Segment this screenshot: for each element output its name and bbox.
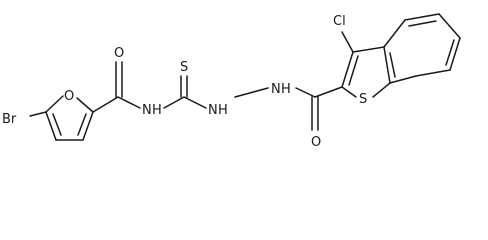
bond-c6-c7-inner [445,39,455,66]
bond-c4-c5b [404,13,440,21]
bond-c3a-c7a-inner [389,52,396,78]
atom-nh2-h: H [218,103,228,118]
atom-br: Br [2,112,17,127]
bond-c3a-c4 [383,19,406,48]
bond-c3-c3a [352,46,385,53]
bond-c3-cl [341,31,354,53]
atom-nh1-n: N [142,103,152,118]
bond-c4-c5 [45,111,57,141]
atom-s-thio: S [180,60,188,75]
bond-c6-c7 [449,37,461,71]
bond-c2-co1 [92,96,119,113]
bond-c2-c3 [82,111,94,141]
atom-cl: Cl [333,14,346,29]
bond-c4-c5b-inner [408,20,437,27]
bond-c5-o [45,95,64,113]
atom-o-amide2: O [311,135,321,150]
bond-s-c7a [372,82,391,98]
bond-th2-c3-inner [348,55,359,86]
bond-br-c5 [29,111,47,117]
atom-s-ring: S [359,92,367,107]
atom-nh3-n: N [271,82,281,97]
bond-co2-th2 [314,86,343,98]
bond-lines [29,13,461,141]
bond-c7-c7a [415,69,451,77]
bond-cs-nh2 [183,96,207,109]
bond-c5b-c6 [438,13,461,39]
bond-c4-c5-inner [52,113,62,136]
atom-nh3-h: H [281,82,291,97]
atom-labels: Br O O N H S N H N H O S Cl [2,14,367,150]
atom-nh1-h: H [152,103,162,118]
bond-th2-c3 [341,51,354,88]
bond-nh3-co2 [295,87,316,98]
bond-nh1-cs [163,96,185,109]
bond-c3a-c7a [383,46,391,84]
bond-c7a-c3a-arom [389,75,417,84]
bond-c2-c3-inner [77,113,87,136]
molecule-structure: Br O O N H S N H N H O S Cl [2,13,461,150]
structure-canvas: Br O O N H S N H N H O S Cl [2,13,461,150]
bond-nh2-nh3 [234,87,269,98]
bond-co1-nh1 [117,96,141,109]
atom-o-amide1: O [114,46,124,61]
atom-o-furan: O [64,89,74,104]
bond-th2-s [341,86,357,98]
atom-nh2-n: N [208,103,218,118]
bond-o-c2 [76,97,94,113]
